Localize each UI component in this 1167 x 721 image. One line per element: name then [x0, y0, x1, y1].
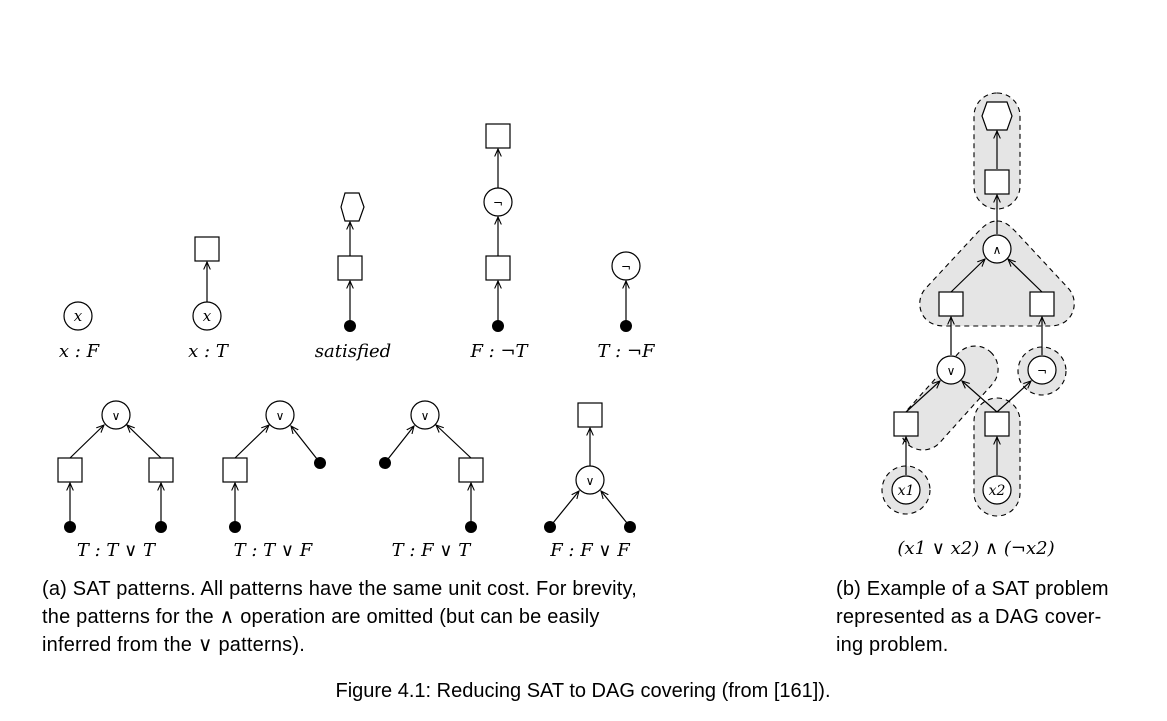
pattern-label: x : T — [188, 341, 230, 362]
or-node — [936, 355, 966, 385]
value-node — [194, 236, 220, 262]
not-node — [611, 251, 641, 281]
not-symbol: ¬ — [1037, 364, 1047, 378]
pattern-or-ft: ∨ T : F ∨ T — [379, 400, 484, 561]
value-node — [1029, 291, 1055, 317]
var-node — [192, 301, 222, 331]
edge — [291, 426, 318, 460]
pattern-label: T : ¬F — [597, 341, 656, 362]
pattern-or-tt: ∨ T : T ∨ T — [57, 400, 174, 561]
pattern-satisfied: satisfied — [315, 192, 391, 362]
edge — [905, 381, 940, 413]
example-expression: (x1 ∨ x2) ∧ (¬x2) — [897, 538, 1054, 559]
value-node — [485, 123, 511, 149]
x1-symbol: x1 — [898, 483, 915, 499]
caption-b-line: (b) Example of a SAT problem — [836, 578, 1109, 600]
not-node — [1027, 355, 1057, 385]
or-symbol: ∨ — [421, 409, 430, 423]
or-symbol: ∨ — [947, 364, 956, 378]
value-node — [485, 255, 511, 281]
value-node — [148, 457, 174, 483]
input-dot — [492, 320, 504, 332]
edge — [234, 425, 269, 459]
pattern-x-false: x x : F — [59, 301, 101, 362]
input-dot — [314, 457, 326, 469]
var-node — [63, 301, 93, 331]
and-node — [982, 234, 1012, 264]
dag-example-panel: ∧ ∨ ¬ x1 x2 (x1 ∨ x2) ∧ (¬x2) (b) Exampl… — [836, 92, 1109, 656]
input-dot — [344, 320, 356, 332]
or-node — [410, 400, 440, 430]
or-node — [265, 400, 295, 430]
input-dot — [624, 521, 636, 533]
caption-b-line: ing problem. — [836, 634, 948, 656]
input-dot — [544, 521, 556, 533]
not-node — [483, 187, 513, 217]
or-node — [101, 400, 131, 430]
or-symbol: ∨ — [276, 409, 285, 423]
edge — [387, 426, 414, 460]
edge — [1008, 259, 1043, 293]
sat-patterns-panel: x x : F x x : T satisfied ¬ — [42, 123, 656, 656]
input-dot — [465, 521, 477, 533]
value-node — [984, 169, 1010, 195]
pattern-not-false: ¬ T : ¬F — [597, 251, 656, 362]
caption-a: (a) SAT patterns. All patterns have the … — [42, 578, 637, 656]
edge — [552, 491, 579, 524]
edge — [127, 425, 162, 459]
value-node — [57, 457, 83, 483]
pattern-or-ff: ∨ F : F ∨ F — [544, 402, 636, 561]
edge — [950, 259, 985, 293]
x2-symbol: x2 — [989, 483, 1006, 499]
pattern-label: F : F ∨ F — [549, 540, 631, 561]
edge — [69, 425, 104, 459]
value-node — [458, 457, 484, 483]
value-node — [938, 291, 964, 317]
pattern-label: x : F — [59, 341, 101, 362]
cover-region-or — [899, 345, 999, 451]
or-symbol: ∨ — [112, 409, 121, 423]
caption-a-line: inferred from the ∨ patterns). — [42, 634, 305, 656]
pattern-or-tf: ∨ T : T ∨ F — [222, 400, 326, 561]
edge — [601, 491, 628, 524]
x1-node — [891, 475, 921, 505]
edge — [962, 381, 998, 413]
caption-b-line: represented as a DAG cover- — [836, 606, 1102, 628]
value-node — [893, 411, 919, 437]
caption-a-line: the patterns for the ∧ operation are omi… — [42, 606, 600, 628]
value-node — [984, 411, 1010, 437]
input-dot — [379, 457, 391, 469]
caption-b: (b) Example of a SAT problem represented… — [836, 578, 1109, 656]
pattern-not-true: ¬ F : ¬T — [469, 123, 530, 362]
value-node — [222, 457, 248, 483]
or-symbol: ∨ — [586, 474, 595, 488]
value-node — [337, 255, 363, 281]
hexagon-root-node — [981, 101, 1013, 131]
not-symbol: ¬ — [621, 260, 631, 274]
pattern-label: F : ¬T — [469, 341, 529, 362]
var-symbol: x — [203, 307, 212, 325]
edge — [996, 381, 1031, 413]
not-symbol: ¬ — [493, 196, 503, 210]
pattern-label: satisfied — [315, 341, 391, 362]
caption-a-line: (a) SAT patterns. All patterns have the … — [42, 578, 637, 600]
x2-node — [982, 475, 1012, 505]
var-symbol: x — [74, 307, 83, 325]
pattern-label: T : T ∨ F — [234, 540, 314, 561]
pattern-label: T : T ∨ T — [77, 540, 157, 561]
input-dot — [64, 521, 76, 533]
input-dot — [155, 521, 167, 533]
edge — [436, 425, 472, 459]
or-node — [575, 465, 605, 495]
value-node — [577, 402, 603, 428]
pattern-label: T : F ∨ T — [392, 540, 473, 561]
input-dot — [620, 320, 632, 332]
pattern-x-true: x x : T — [188, 236, 230, 362]
input-dot — [229, 521, 241, 533]
figure-caption: Figure 4.1: Reducing SAT to DAG covering… — [335, 680, 830, 702]
and-symbol: ∧ — [993, 243, 1002, 257]
hexagon-root-node — [340, 192, 365, 222]
